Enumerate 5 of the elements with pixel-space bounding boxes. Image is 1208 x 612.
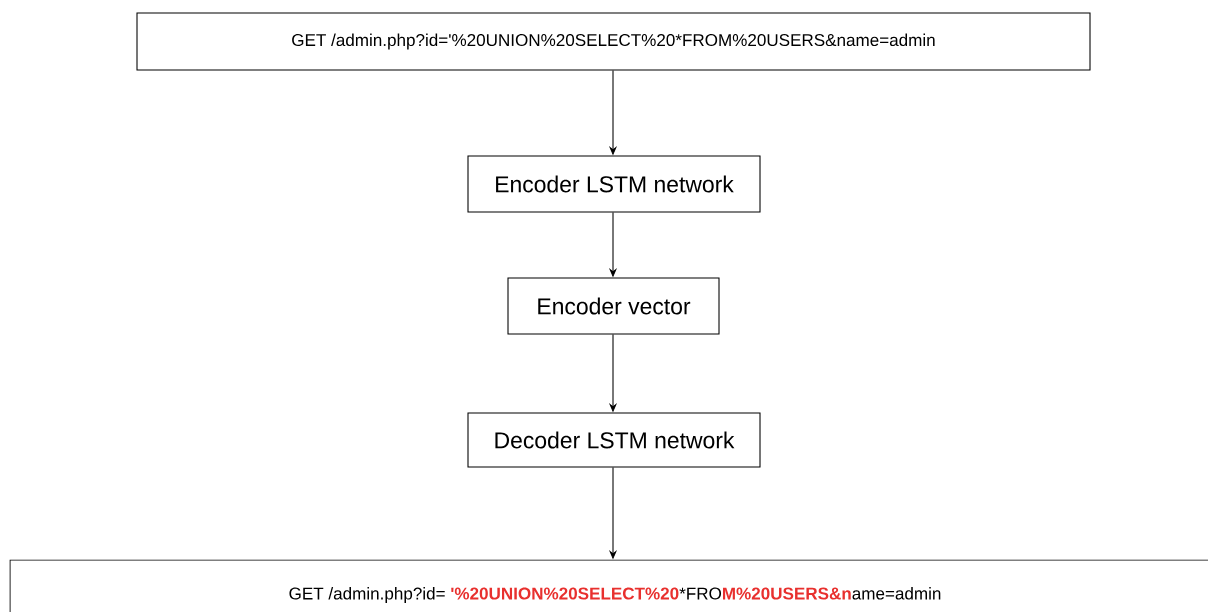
request-box: GET /admin.php?id='%20UNION%20SELECT%20*FROM%20USERS&name=admin [136,12,1091,71]
process-box: Encoder LSTM network [467,155,761,213]
process-box: Decoder LSTM network [467,412,761,468]
process-box: Encoder vector [507,277,720,335]
output-box: GET /admin.php?id= '%20UNION%20SELECT%20*FROM%20USERS&name=admin [9,559,1208,612]
